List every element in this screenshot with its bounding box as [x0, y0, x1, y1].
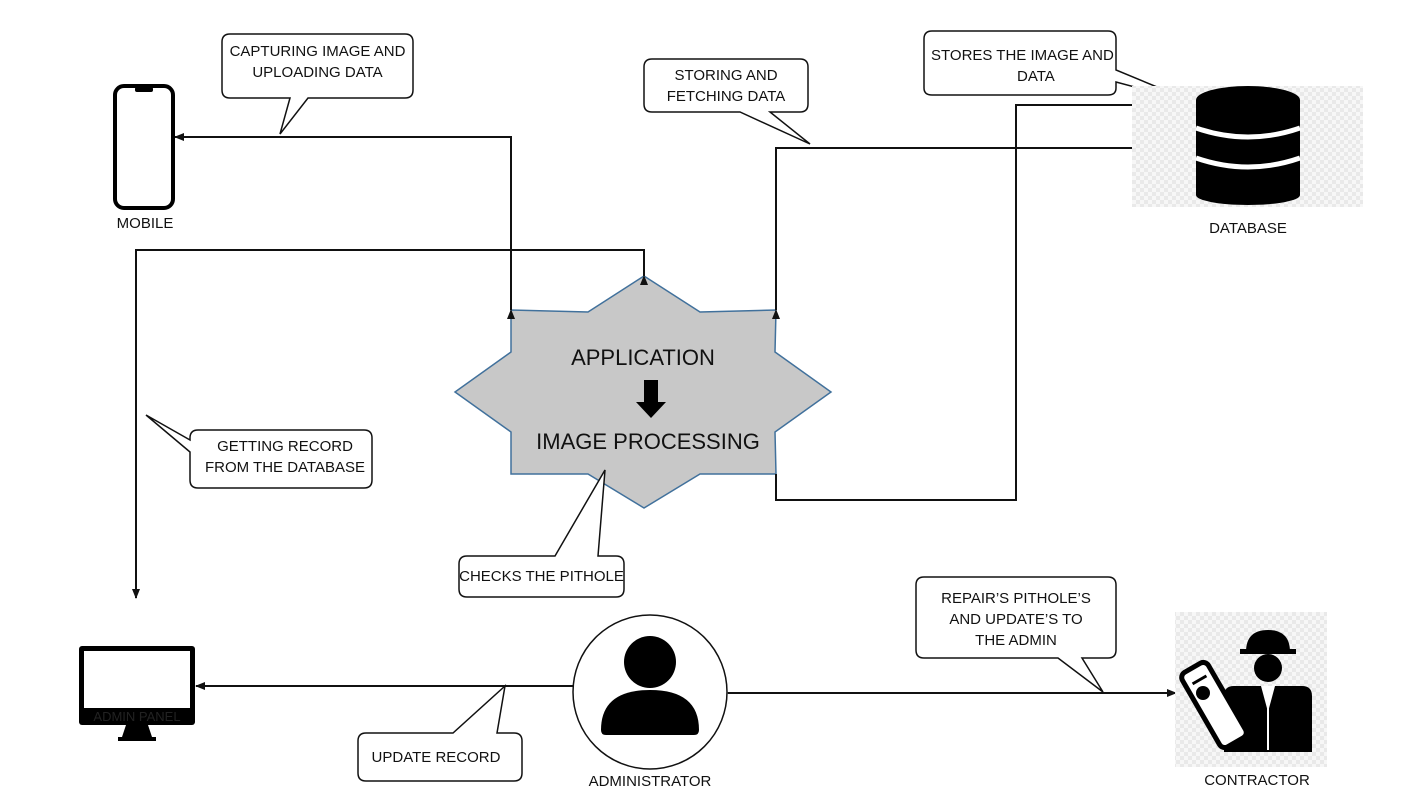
callout-repairs-text: REPAIR’S PITHOLE’S AND UPDATE’S TO THE A… [916, 588, 1116, 651]
database-icon [1132, 86, 1363, 207]
callout-repairs [915, 576, 1117, 693]
connector-app-database-store [775, 101, 1201, 501]
callout-checks-text: CHECKS THE PITHOLE [459, 566, 624, 587]
connector-app-database-fetch [772, 144, 1201, 319]
callout-capturing-text: CAPTURING IMAGE AND UPLOADING DATA [222, 41, 413, 83]
image-processing-label: IMAGE PROCESSING [536, 429, 760, 454]
callout-capturing [221, 33, 414, 135]
callout-repairs-line-1: REPAIR’S PITHOLE’S [941, 590, 1091, 607]
monitor-icon [79, 646, 195, 741]
callout-repairs-line-3: THE ADMIN [975, 632, 1057, 649]
callout-stores [923, 30, 1199, 105]
callout-update [357, 683, 523, 782]
callout-getting [145, 414, 373, 489]
user-icon [601, 636, 699, 735]
connectors [132, 101, 1201, 697]
administrator-label: ADMINISTRATOR [588, 773, 712, 790]
callout-capturing-line-2: UPLOADING DATA [252, 64, 383, 81]
mobile-label: MOBILE [116, 215, 174, 232]
callout-checks [458, 469, 625, 598]
callout-getting-line-1: GETTING RECORD [217, 438, 353, 455]
callout-storing-line-1: STORING AND [674, 67, 778, 84]
callout-getting-text: GETTING RECORD FROM THE DATABASE [190, 436, 380, 478]
callout-capturing-line-1: CAPTURING IMAGE AND [229, 43, 406, 60]
callout-storing-line-2: FETCHING DATA [666, 88, 786, 105]
application-star [453, 275, 833, 509]
admin-panel-label: ADMIN PANEL [93, 709, 181, 724]
callout-stores-line-2: DATA [1017, 68, 1055, 85]
database-label: DATABASE [1209, 220, 1287, 237]
callout-storing-text: STORING AND FETCHING DATA [644, 65, 808, 107]
callout-update-text: UPDATE RECORD [358, 747, 514, 768]
callout-stores-line-1: STORES THE IMAGE AND [931, 47, 1114, 64]
callout-storing [643, 58, 811, 145]
engineer-icon [1175, 612, 1327, 767]
connector-mobile-application [174, 133, 515, 319]
callout-repairs-line-2: AND UPDATE’S TO [949, 611, 1083, 628]
callouts [145, 30, 1199, 782]
callout-checks-line-1: CHECKS THE PITHOLE [459, 568, 624, 585]
callout-getting-line-2: FROM THE DATABASE [204, 459, 366, 476]
contractor-label: CONTRACTOR [1204, 772, 1310, 789]
smartphone-icon [113, 84, 175, 210]
callout-update-line-1: UPDATE RECORD [371, 749, 501, 766]
callout-stores-text: STORES THE IMAGE AND DATA [924, 45, 1114, 87]
connector-app-admin-panel [132, 249, 648, 599]
application-label: APPLICATION [571, 345, 715, 370]
